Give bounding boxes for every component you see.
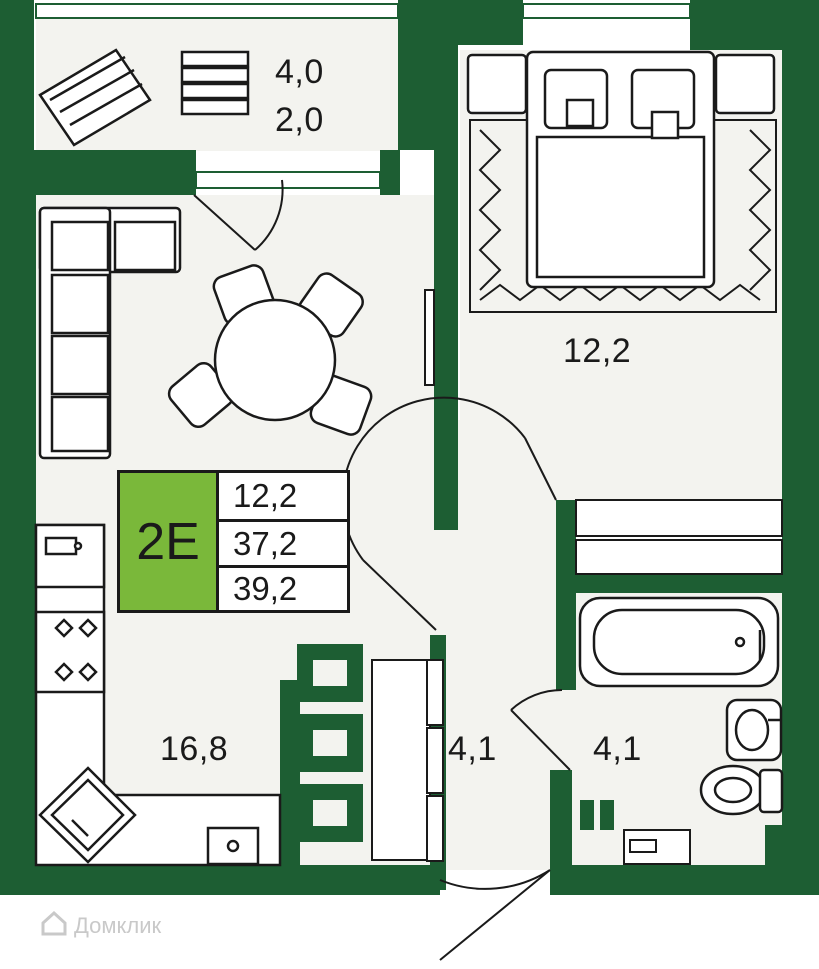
bedroom-area: 12,2 bbox=[563, 332, 632, 370]
balcony-bench bbox=[180, 50, 250, 116]
kitchen-counter bbox=[34, 523, 282, 867]
washing-machine bbox=[623, 829, 691, 865]
wall-panel bbox=[424, 289, 435, 386]
home-icon bbox=[40, 910, 68, 942]
hall-doors bbox=[341, 396, 571, 961]
sink bbox=[725, 698, 783, 762]
living-area-value: 12,2 bbox=[216, 473, 347, 519]
watermark: Домклик bbox=[40, 910, 161, 942]
total-area-value: 37,2 bbox=[216, 519, 347, 565]
hall-area: 4,1 bbox=[448, 730, 497, 768]
bathroom-wall-blocks bbox=[580, 800, 782, 865]
kitchen-living-area: 16,8 bbox=[160, 730, 229, 768]
bedroom-window bbox=[522, 3, 691, 19]
corner-sofa bbox=[38, 206, 182, 460]
balcony-total-area: 4,0 bbox=[275, 53, 324, 91]
shelves bbox=[297, 644, 363, 842]
watermark-text: Домклик bbox=[74, 913, 162, 938]
bathtub bbox=[578, 596, 780, 688]
nightstands bbox=[466, 53, 776, 115]
walls bbox=[0, 0, 819, 895]
balcony-door-window bbox=[195, 171, 381, 189]
balcony-counted-area: 2,0 bbox=[275, 101, 324, 139]
apartment-type-badge: 2Е bbox=[120, 473, 216, 610]
towel-rack bbox=[575, 499, 783, 575]
wardrobe bbox=[371, 659, 444, 862]
toilet bbox=[699, 764, 784, 816]
deck-chair bbox=[38, 48, 152, 147]
balcony-window bbox=[35, 3, 399, 19]
balcony-door bbox=[193, 179, 284, 251]
double-bed bbox=[525, 50, 716, 289]
dining-set bbox=[167, 264, 373, 436]
total-with-balcony-value: 39,2 bbox=[216, 565, 347, 610]
windows bbox=[35, 3, 691, 189]
apartment-summary-box: 2Е 12,2 37,2 39,2 bbox=[117, 470, 350, 613]
bathroom-area: 4,1 bbox=[593, 730, 642, 768]
